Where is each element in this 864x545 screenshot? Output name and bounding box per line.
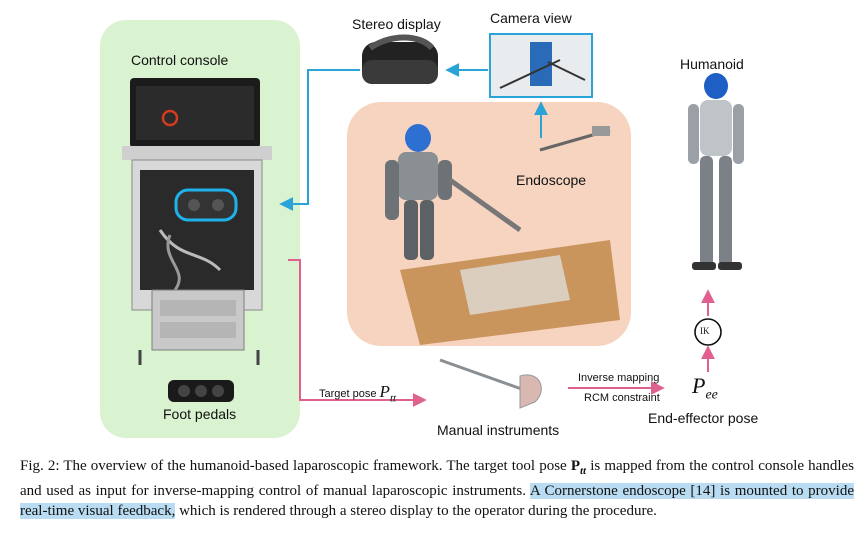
- foot-pedals-image: [168, 380, 234, 402]
- caption-bold-symbol: Ptt: [570, 458, 587, 477]
- rcm-constraint-label: RCM constraint: [584, 392, 660, 404]
- camera-view-label: Camera view: [490, 10, 572, 26]
- control-console-image: [122, 78, 272, 365]
- caption-text-middle: is mapped from the control console handl…: [20, 458, 854, 499]
- manual-instrument-image: [439, 358, 542, 409]
- target-pose-symbol: Ptt: [379, 382, 397, 405]
- control-console-label: Control console: [131, 52, 229, 68]
- humanoid-with-table-image: [385, 124, 620, 345]
- manual-instruments-label: Manual instruments: [437, 422, 560, 438]
- endoscope-label: Endoscope: [516, 172, 587, 188]
- end-effector-symbol: Pee: [692, 373, 718, 403]
- camera-view-image: [489, 33, 593, 98]
- caption-text-end: which is rendered through a stereo displ…: [175, 503, 657, 519]
- control-arrows: [288, 259, 715, 407]
- ik-circle: [694, 318, 722, 346]
- ik-label: IK: [700, 326, 710, 336]
- feedback-arrows: [279, 63, 548, 211]
- stereo-display-image: [362, 34, 438, 84]
- humanoid-label: Humanoid: [680, 56, 744, 72]
- humanoid-image: [688, 73, 744, 270]
- figure-caption: Fig. 2: The overview of the humanoid-bas…: [20, 456, 854, 521]
- end-effector-pose-label: End-effector pose: [648, 410, 759, 426]
- target-pose-label: Target pose Ptt: [319, 382, 397, 405]
- inverse-mapping-label: Inverse mapping: [578, 372, 660, 384]
- stereo-display-label: Stereo display: [352, 16, 441, 32]
- foot-pedals-label: Foot pedals: [163, 406, 237, 422]
- caption-text-start: Fig. 2: The overview of the humanoid-bas…: [20, 458, 571, 474]
